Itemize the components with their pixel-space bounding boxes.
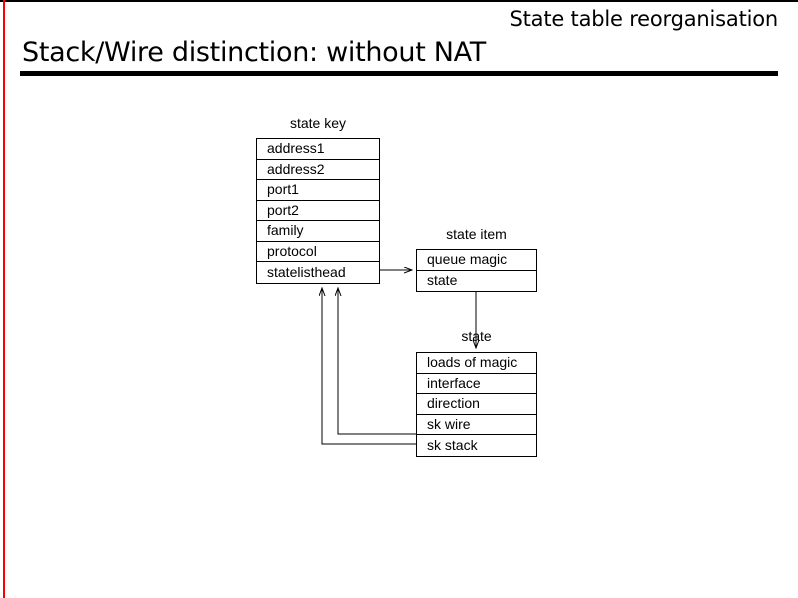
struct-label-state-key: state key bbox=[289, 115, 347, 131]
struct-field-interface: interface bbox=[417, 374, 536, 394]
struct-field-port2: port2 bbox=[257, 201, 379, 221]
struct-field-port1: port1 bbox=[257, 180, 379, 201]
page-top-rule bbox=[0, 0, 798, 2]
struct-box-state-item: queue magic state bbox=[416, 249, 537, 292]
page-title: Stack/Wire distinction: without NAT bbox=[22, 37, 486, 68]
struct-label-state: state bbox=[461, 328, 492, 344]
connector-sk-stack-to-state-key bbox=[322, 288, 416, 445]
struct-label-state-item: state item bbox=[446, 226, 507, 242]
struct-field-direction: direction bbox=[417, 394, 536, 415]
struct-field-sk-wire: sk wire bbox=[417, 415, 536, 435]
slide-header-title: State table reorganisation bbox=[509, 7, 778, 31]
struct-field-sk-stack: sk stack bbox=[427, 436, 478, 453]
struct-field-address2: address2 bbox=[257, 160, 379, 180]
page-left-accent-rule bbox=[3, 0, 5, 598]
struct-field-loads-of-magic: loads of magic bbox=[417, 353, 536, 374]
struct-field-statelisthead: statelisthead bbox=[267, 263, 346, 280]
struct-field-family: family bbox=[257, 221, 379, 242]
struct-box-state-key: address1 address2 port1 port2 family pro… bbox=[256, 138, 380, 284]
struct-field-state: state bbox=[427, 272, 458, 289]
title-underline-rule bbox=[20, 71, 778, 76]
connector-sk-wire-to-state-key bbox=[338, 288, 416, 435]
struct-field-address1: address1 bbox=[257, 139, 379, 160]
struct-box-state: loads of magic interface direction sk wi… bbox=[416, 352, 537, 457]
struct-field-protocol: protocol bbox=[257, 242, 379, 262]
struct-field-queue-magic: queue magic bbox=[417, 250, 536, 271]
